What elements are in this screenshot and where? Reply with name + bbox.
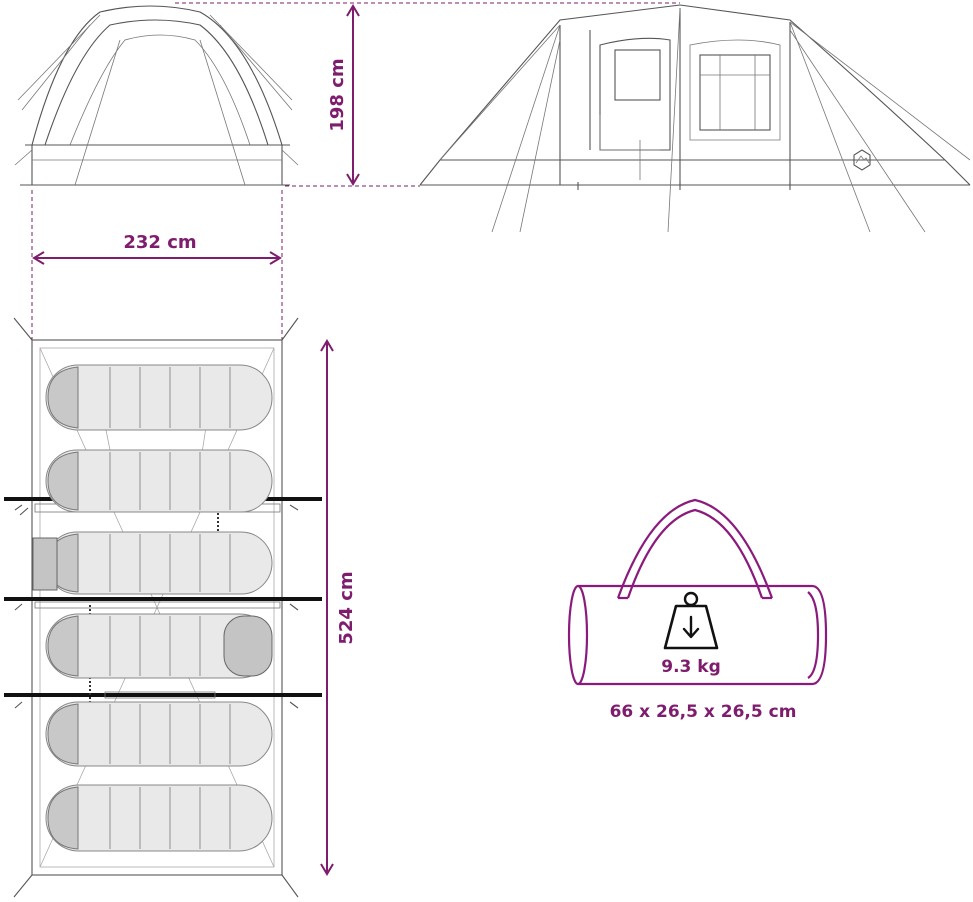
length-label: 524 cm — [336, 571, 357, 644]
sleeping-bag-5 — [45, 701, 273, 767]
sleeping-bag-3 — [32, 531, 273, 595]
width-label: 232 cm — [123, 232, 196, 253]
pack-size: 66 x 26,5 x 26,5 cm — [610, 702, 797, 722]
sleeping-bag-4 — [45, 613, 273, 679]
width-dimension: 232 cm — [32, 232, 282, 265]
tent-front-view — [14, 5, 299, 186]
pack-weight: 9.3 kg — [661, 657, 721, 677]
brand-logo-icon — [853, 149, 871, 171]
sleeping-bag-6 — [45, 784, 273, 852]
sleeping-bag-2 — [45, 449, 273, 513]
length-dimension: 524 cm — [320, 339, 357, 876]
tent-floor-plan — [4, 317, 322, 898]
height-label: 198 cm — [327, 58, 348, 131]
weight-down-arrow-icon — [663, 591, 719, 650]
tent-side-view — [419, 4, 971, 233]
carry-bag: 9.3 kg — [567, 498, 828, 686]
sleeping-bag-1 — [45, 364, 273, 431]
height-dimension: 198 cm — [327, 4, 360, 186]
